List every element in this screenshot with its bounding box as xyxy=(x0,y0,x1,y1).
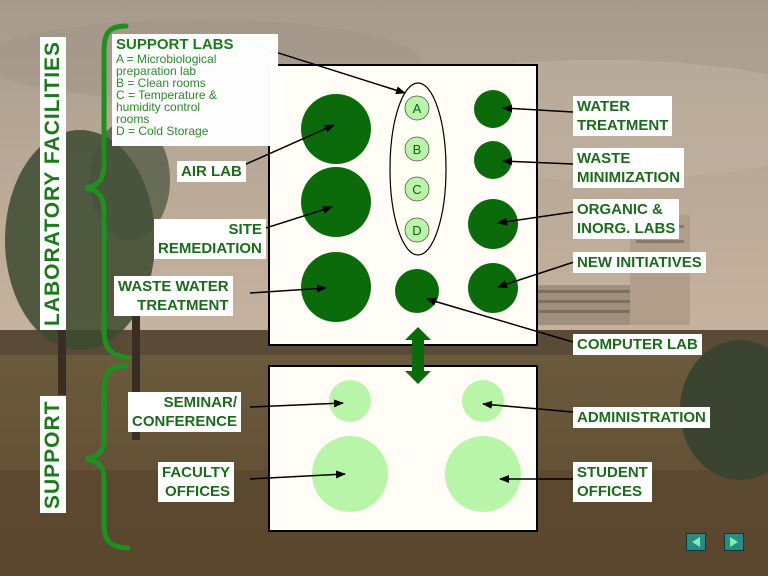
waste-water-treatment-circle xyxy=(301,252,371,322)
support-lab-letter: B xyxy=(413,142,422,157)
support-labs-title: SUPPORT LABS xyxy=(116,36,234,53)
new-initiatives-label: NEW INITIATIVES xyxy=(573,252,706,273)
student-offices-circle xyxy=(445,436,521,512)
support-labs-line: A = Microbiological xyxy=(116,52,217,66)
support-lab-letter: A xyxy=(413,101,422,116)
support-lab-d-circle xyxy=(404,217,430,243)
seminar-conference-label: SEMINAR/CONFERENCE xyxy=(128,392,242,432)
support-labs-line: D = Cold Storage xyxy=(116,124,209,138)
water-treatment-circle xyxy=(474,90,512,128)
support-lab-c-circle xyxy=(404,176,430,202)
support-labs-key: SUPPORT LABS A = Microbiological prepara… xyxy=(112,34,278,146)
administration-label: ADMINISTRATION xyxy=(573,407,710,428)
organic-inorg-labs-circle xyxy=(468,199,518,249)
air-lab-label: AIR LAB xyxy=(177,161,246,182)
organic-inorg-labs-label: ORGANIC &INORG. LABS xyxy=(573,199,680,239)
support-labs-line: preparation lab xyxy=(116,64,197,78)
support-labs-line: humidity control xyxy=(116,100,201,114)
support-lab-b-circle xyxy=(404,136,430,162)
new-initiatives-circle xyxy=(468,263,518,313)
faculty-offices-circle xyxy=(312,436,388,512)
triangle-right-icon xyxy=(730,537,738,547)
seminar-conference-circle xyxy=(329,380,371,422)
support-labs-line: B = Clean rooms xyxy=(116,76,206,90)
computer-lab-label: COMPUTER LAB xyxy=(573,334,702,355)
next-slide-button[interactable] xyxy=(724,533,744,551)
triangle-left-icon xyxy=(692,537,700,547)
site-remediation-circle xyxy=(301,167,371,237)
computer-lab-circle xyxy=(395,269,439,313)
waste-minimization-circle xyxy=(474,141,512,179)
administration-circle xyxy=(462,380,504,422)
support-brace xyxy=(85,363,131,551)
laboratory-facilities-heading: LABORATORY FACILITIES xyxy=(40,36,66,330)
lab-facilities-brace xyxy=(85,23,131,361)
support-labs-line: C = Temperature & xyxy=(116,88,217,102)
air-lab-circle xyxy=(301,94,371,164)
support-lab-letter: D xyxy=(412,223,421,238)
support-labs-line: rooms xyxy=(116,112,150,126)
double-arrow-icon xyxy=(405,327,431,384)
support-lab-a-circle xyxy=(404,95,430,121)
support-lab-letter: C xyxy=(412,182,421,197)
support-heading: SUPPORT xyxy=(40,396,66,513)
support-labs-oval xyxy=(389,82,447,256)
previous-slide-button[interactable] xyxy=(686,533,706,551)
